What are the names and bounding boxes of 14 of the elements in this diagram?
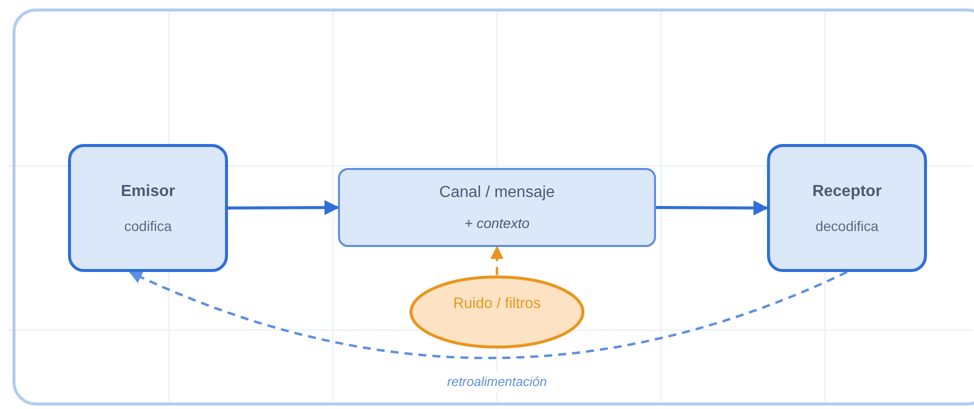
node-subtitle: codifica	[124, 216, 172, 236]
process-box	[338, 168, 656, 247]
node-title: Emisor	[120, 182, 176, 202]
node-label: Ruido / filtros	[453, 294, 541, 314]
dashed-arrow	[128, 270, 848, 360]
dashed-arrow	[490, 246, 504, 275]
endpoint-box	[767, 144, 927, 272]
node-title: Receptor	[812, 182, 882, 202]
arrow	[228, 200, 340, 216]
endpoint-box	[68, 144, 228, 272]
node-title: Canal / mensaje	[439, 183, 555, 203]
node-subtitle: + contexto	[464, 214, 530, 233]
arrow	[656, 200, 768, 216]
node-subtitle: decodifica	[815, 216, 879, 236]
